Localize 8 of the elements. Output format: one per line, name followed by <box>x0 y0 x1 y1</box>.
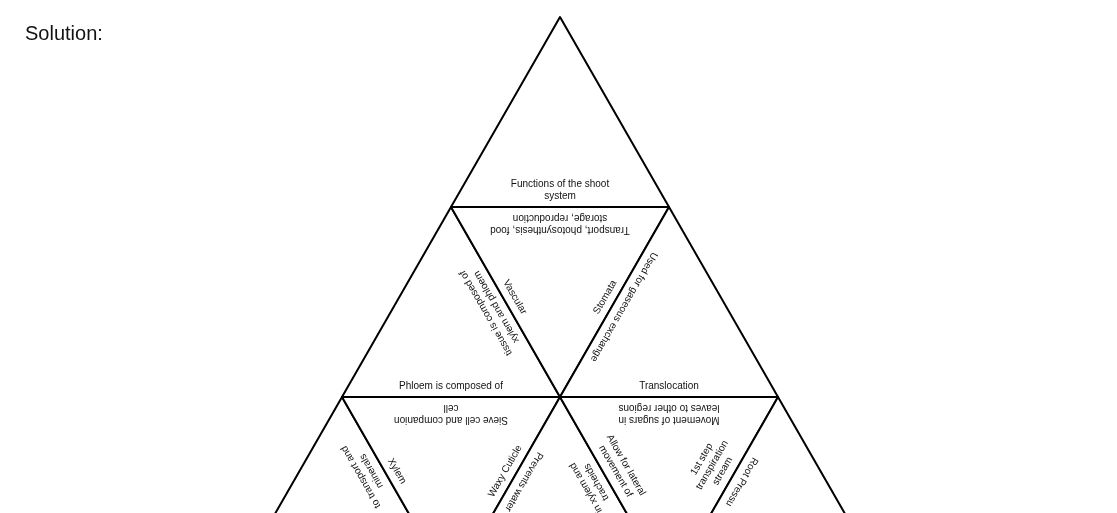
tile-label: Movement of sugars in leaves to other regions <box>617 402 721 426</box>
tile-label: Translocation <box>638 380 700 392</box>
tile-label: Xylem <box>385 455 411 488</box>
tile-label: Transport, photosynthesis, food storage, reproduction <box>490 212 630 236</box>
heading-text: Solution: <box>25 22 103 45</box>
tile-label: Sieve cell and companion cell <box>393 402 509 426</box>
tile-label: Functions of the shoot system <box>509 178 611 202</box>
tile-label: Phloem is composed of <box>398 380 504 392</box>
